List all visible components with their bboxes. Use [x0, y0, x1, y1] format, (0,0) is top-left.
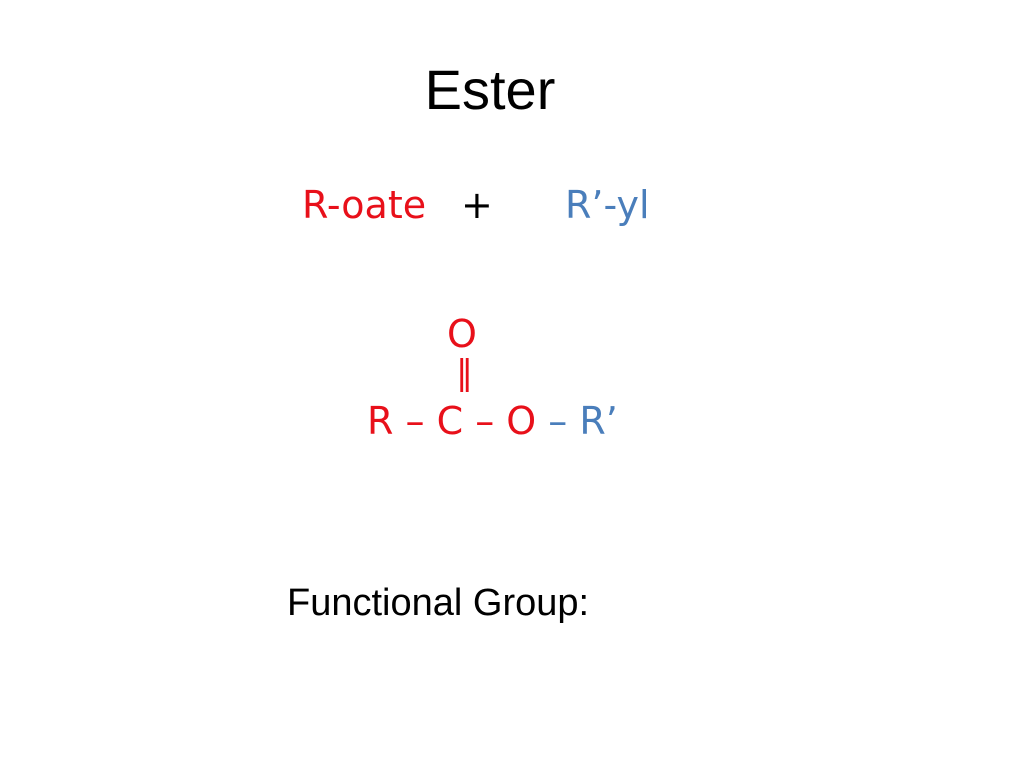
- double-bond: ‖: [456, 353, 473, 393]
- slide-title: Ester: [424, 58, 556, 121]
- bond-dash: –: [463, 399, 507, 443]
- plus-sign: +: [461, 183, 493, 227]
- carbonyl-carbon: C: [436, 399, 464, 443]
- r-group: R: [367, 399, 394, 443]
- bond-dash: –: [536, 399, 580, 443]
- carbonyl-oxygen: O: [447, 312, 477, 356]
- functional-group-label: Functional Group:: [287, 582, 590, 624]
- r-prime-group: R’: [579, 399, 618, 443]
- bond-dash: –: [393, 399, 437, 443]
- acid-part-label: R-oate: [302, 183, 427, 227]
- ester-chain: R – C – O – R’: [367, 402, 618, 440]
- alkyl-part-label: R’-yl: [565, 183, 650, 227]
- ester-oxygen: O: [506, 399, 537, 443]
